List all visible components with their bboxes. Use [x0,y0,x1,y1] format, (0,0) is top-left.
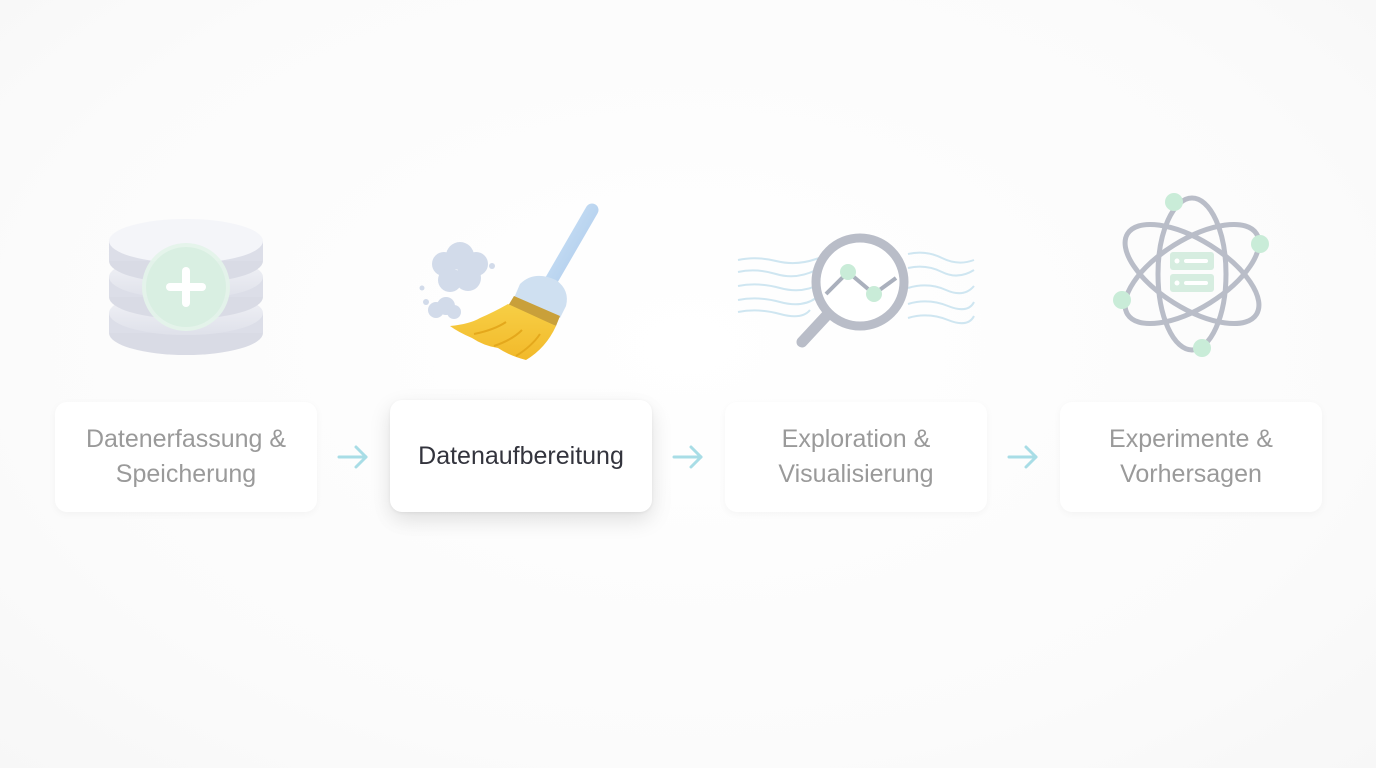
step-card-data-preparation[interactable]: Datenaufbereitung [390,400,652,512]
step-card-exploration[interactable]: Exploration & Visualisierung [725,402,987,512]
database-add-icon [109,219,263,355]
arrow-right-icon [672,445,703,469]
step-label: Datenerfassung & Speicherung [85,425,287,488]
step-card-experiments[interactable]: Experimente & Vorhersagen [1060,402,1322,512]
step-label: Exploration & Visualisierung [778,425,934,488]
arrow-right-icon [337,445,368,469]
step-label: Datenaufbereitung [418,441,624,470]
step-card-data-collection[interactable]: Datenerfassung & Speicherung [55,402,317,512]
magnifier-chart-icon [737,233,975,348]
atom-server-icon [1113,193,1269,357]
arrow-right-icon [1007,445,1038,469]
broom-icon [419,203,599,360]
step-label: Experimente & Vorhersagen [1109,425,1273,488]
